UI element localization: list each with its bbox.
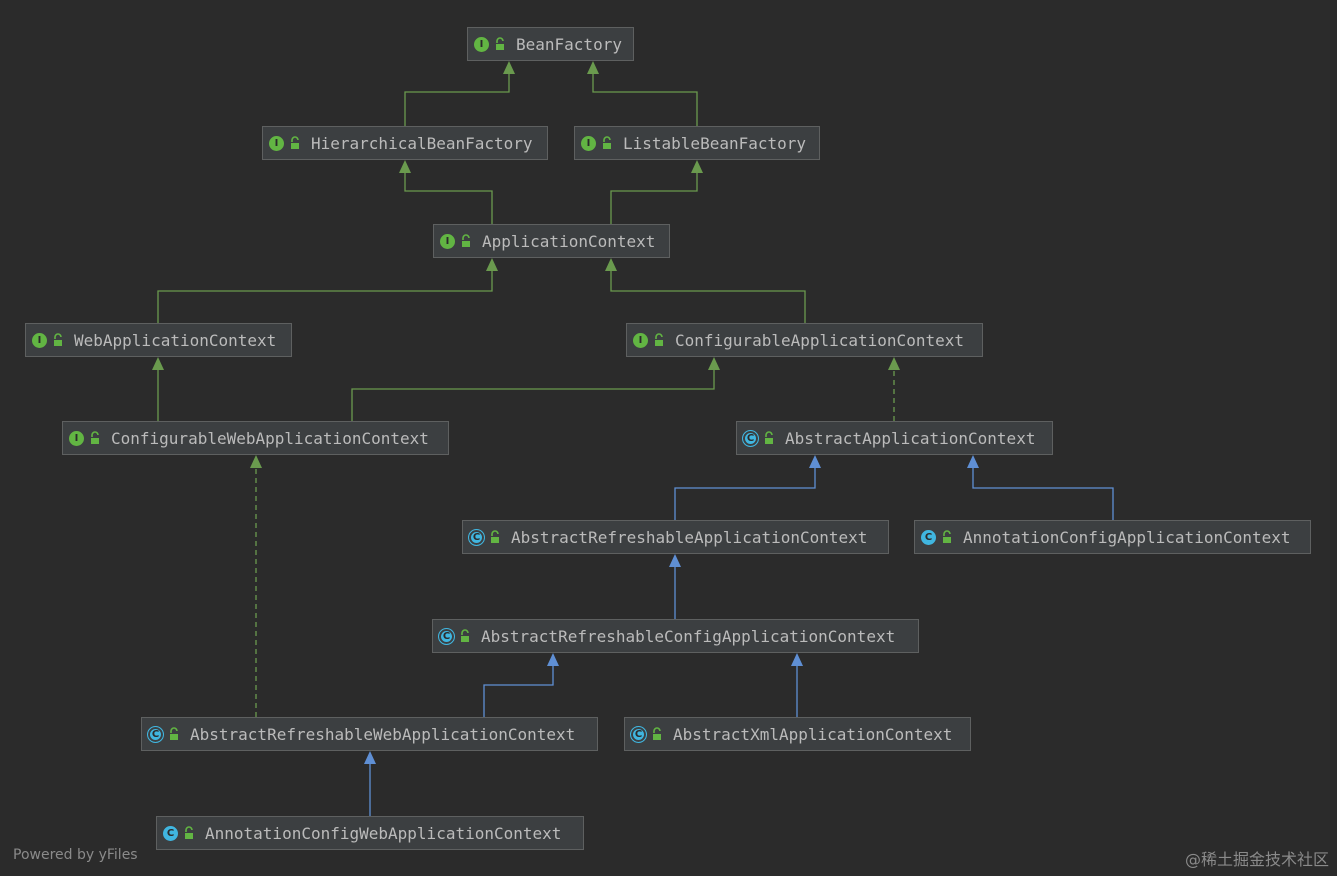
public-access-lock-icon [655,333,663,346]
node-abstract-application-context[interactable]: C AbstractApplicationContext [736,421,1053,455]
arrowhead-icon [486,258,498,271]
node-web-application-context[interactable]: I WebApplicationContext [25,323,292,357]
inheritance-edge [674,467,816,520]
node-hierarchical-bean-factory[interactable]: I HierarchicalBeanFactory [262,126,548,160]
node-abstract-refreshable-web-application-context[interactable]: C AbstractRefreshableWebApplicationContex… [141,717,598,751]
node-label: AbstractApplicationContext [785,428,1036,448]
interface-badge-icon: I [69,430,84,446]
public-access-lock-icon [185,826,193,839]
public-access-lock-icon [170,727,178,740]
arrowhead-icon [791,653,803,666]
node-label: ApplicationContext [482,231,656,251]
inheritance-edge [404,172,493,224]
inheritance-edge [610,172,698,224]
public-access-lock-icon [91,431,99,444]
node-label: AbstractXmlApplicationContext [673,724,953,744]
arrowhead-icon [708,357,720,370]
interface-badge-icon: I [474,36,489,52]
arrowhead-icon [691,160,703,173]
powered-by-watermark: Powered by yFiles [13,847,138,863]
node-label: ConfigurableApplicationContext [675,330,964,350]
node-abstract-refreshable-config-application-context[interactable]: C AbstractRefreshableConfigApplicationCon… [432,619,919,653]
interface-badge-icon: I [633,332,648,348]
node-label: HierarchicalBeanFactory [311,133,533,153]
node-label: AbstractRefreshableApplicationContext [511,527,868,547]
inheritance-edge [592,73,698,126]
node-label: AnnotationConfigWebApplicationContext [205,823,562,843]
arrowhead-icon [605,258,617,271]
node-abstract-refreshable-application-context[interactable]: C AbstractRefreshableApplicationContext [462,520,889,554]
public-access-lock-icon [462,234,470,247]
inheritance-edge [610,270,806,323]
abstract-class-badge-icon: C [468,528,485,546]
inheritance-edge [157,270,493,323]
public-access-lock-icon [291,136,299,149]
arrowhead-icon [587,61,599,74]
node-abstract-xml-application-context[interactable]: C AbstractXmlApplicationContext [624,717,971,751]
node-annotation-config-application-context[interactable]: C AnnotationConfigApplicationContext [914,520,1311,554]
inheritance-edge [972,467,1114,520]
arrowhead-icon [364,751,376,764]
node-listable-bean-factory[interactable]: I ListableBeanFactory [574,126,820,160]
arrowhead-icon [399,160,411,173]
node-application-context[interactable]: I ApplicationContext [433,224,670,258]
interface-badge-icon: I [32,332,47,348]
node-label: BeanFactory [516,34,622,54]
public-access-lock-icon [603,136,611,149]
public-access-lock-icon [653,727,661,740]
arrowhead-icon [152,357,164,370]
arrowhead-icon [250,455,262,468]
inheritance-edge [483,665,554,717]
node-label: AbstractRefreshableConfigApplicationCont… [481,626,896,646]
node-annotation-config-web-application-context[interactable]: C AnnotationConfigWebApplicationContext [156,816,584,850]
node-label: WebApplicationContext [74,330,277,350]
arrowhead-icon [503,61,515,74]
node-bean-factory[interactable]: I BeanFactory [467,27,634,61]
public-access-lock-icon [943,530,951,543]
node-label: ListableBeanFactory [623,133,807,153]
public-access-lock-icon [54,333,62,346]
node-label: AbstractRefreshableWebApplicationContext [190,724,576,744]
arrowhead-icon [809,455,821,468]
arrowhead-icon [967,455,979,468]
public-access-lock-icon [496,37,504,50]
site-watermark: @稀土掘金技术社区 [1184,850,1329,869]
class-badge-icon: C [921,529,936,545]
abstract-class-badge-icon: C [147,725,164,743]
public-access-lock-icon [461,629,469,642]
node-label: ConfigurableWebApplicationContext [111,428,429,448]
arrowhead-icon [888,357,900,370]
public-access-lock-icon [491,530,499,543]
class-badge-icon: C [163,825,178,841]
inheritance-edge [351,369,715,421]
interface-badge-icon: I [269,135,284,151]
interface-badge-icon: I [440,233,455,249]
public-access-lock-icon [765,431,773,444]
arrowhead-icon [669,554,681,567]
node-label: AnnotationConfigApplicationContext [963,527,1291,547]
abstract-class-badge-icon: C [438,627,455,645]
abstract-class-badge-icon: C [630,725,647,743]
interface-badge-icon: I [581,135,596,151]
node-configurable-application-context[interactable]: I ConfigurableApplicationContext [626,323,983,357]
inheritance-edge [404,73,510,126]
arrowhead-icon [547,653,559,666]
abstract-class-badge-icon: C [742,429,759,447]
node-configurable-web-application-context[interactable]: I ConfigurableWebApplicationContext [62,421,449,455]
